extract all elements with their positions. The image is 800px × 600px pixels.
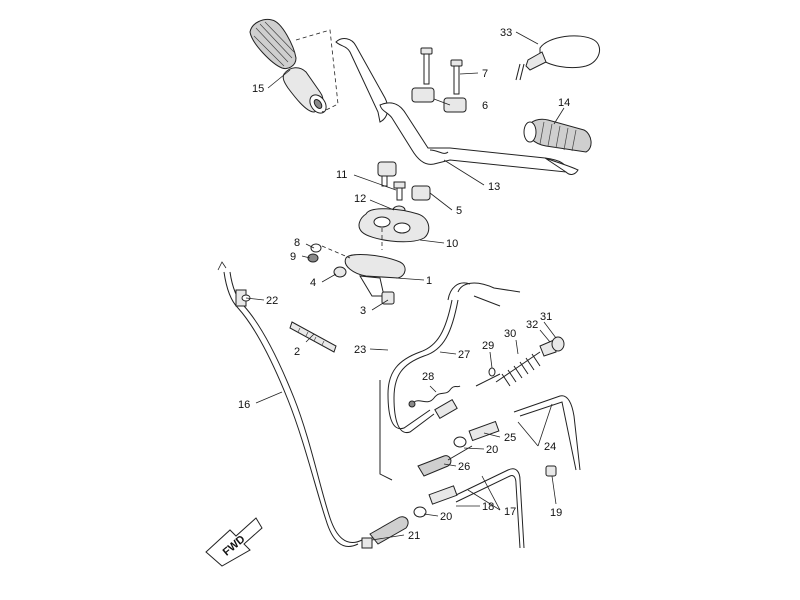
callout-11: 11	[336, 169, 347, 181]
callout-18: 18	[482, 501, 494, 513]
callout-27: 27	[458, 349, 470, 361]
callout-14: 14	[558, 97, 570, 109]
callout-33: 33	[500, 27, 512, 39]
part-labels: 1 2 3 4 5 6 7 8 9 10 11 12 13 14 15 16 1…	[238, 27, 570, 542]
callout-29: 29	[482, 340, 494, 352]
callout-31: 31	[540, 311, 552, 323]
cable-tie	[289, 321, 337, 353]
fwd-direction-arrow: FWD	[205, 517, 263, 567]
callout-12: 12	[354, 193, 366, 205]
callout-17: 17	[504, 506, 516, 518]
callout-6: 6	[482, 100, 488, 112]
callout-3: 3	[360, 305, 366, 317]
clutch-cable	[217, 261, 409, 549]
callout-28: 28	[422, 371, 434, 383]
leader-lines	[245, 31, 565, 541]
callout-5: 5	[456, 205, 462, 217]
callout-21: 21	[408, 530, 420, 542]
callout-1: 1	[426, 275, 432, 287]
callout-20-lower: 20	[440, 511, 452, 523]
callout-8: 8	[294, 237, 300, 249]
callout-7: 7	[482, 68, 488, 80]
callout-30: 30	[504, 328, 516, 340]
choke-cables	[413, 465, 557, 549]
underbracket	[307, 243, 406, 305]
right-grip	[523, 118, 592, 153]
throttle-spring-assembly	[475, 336, 565, 387]
handlebar-holder-upper	[411, 47, 467, 113]
callout-2: 2	[294, 346, 300, 358]
wire-harness	[408, 385, 461, 408]
callout-20-upper: 20	[486, 444, 498, 456]
callout-25: 25	[504, 432, 516, 444]
callout-19: 19	[550, 507, 562, 519]
left-grip-assembly	[249, 19, 339, 114]
callout-32: 32	[526, 319, 538, 331]
handlebar	[335, 38, 579, 175]
callout-15: 15	[252, 83, 264, 95]
lower-cables	[417, 395, 581, 477]
callout-22: 22	[266, 295, 278, 307]
crown-plate	[358, 208, 430, 250]
throttle-cables	[379, 282, 521, 481]
callout-24: 24	[544, 441, 556, 453]
callout-13: 13	[488, 181, 500, 193]
callout-10: 10	[446, 238, 458, 250]
mirror	[515, 35, 601, 81]
callout-16: 16	[238, 399, 250, 411]
callout-26: 26	[458, 461, 470, 473]
callout-4: 4	[310, 277, 316, 289]
callout-9: 9	[290, 251, 296, 263]
callout-23: 23	[354, 344, 366, 356]
